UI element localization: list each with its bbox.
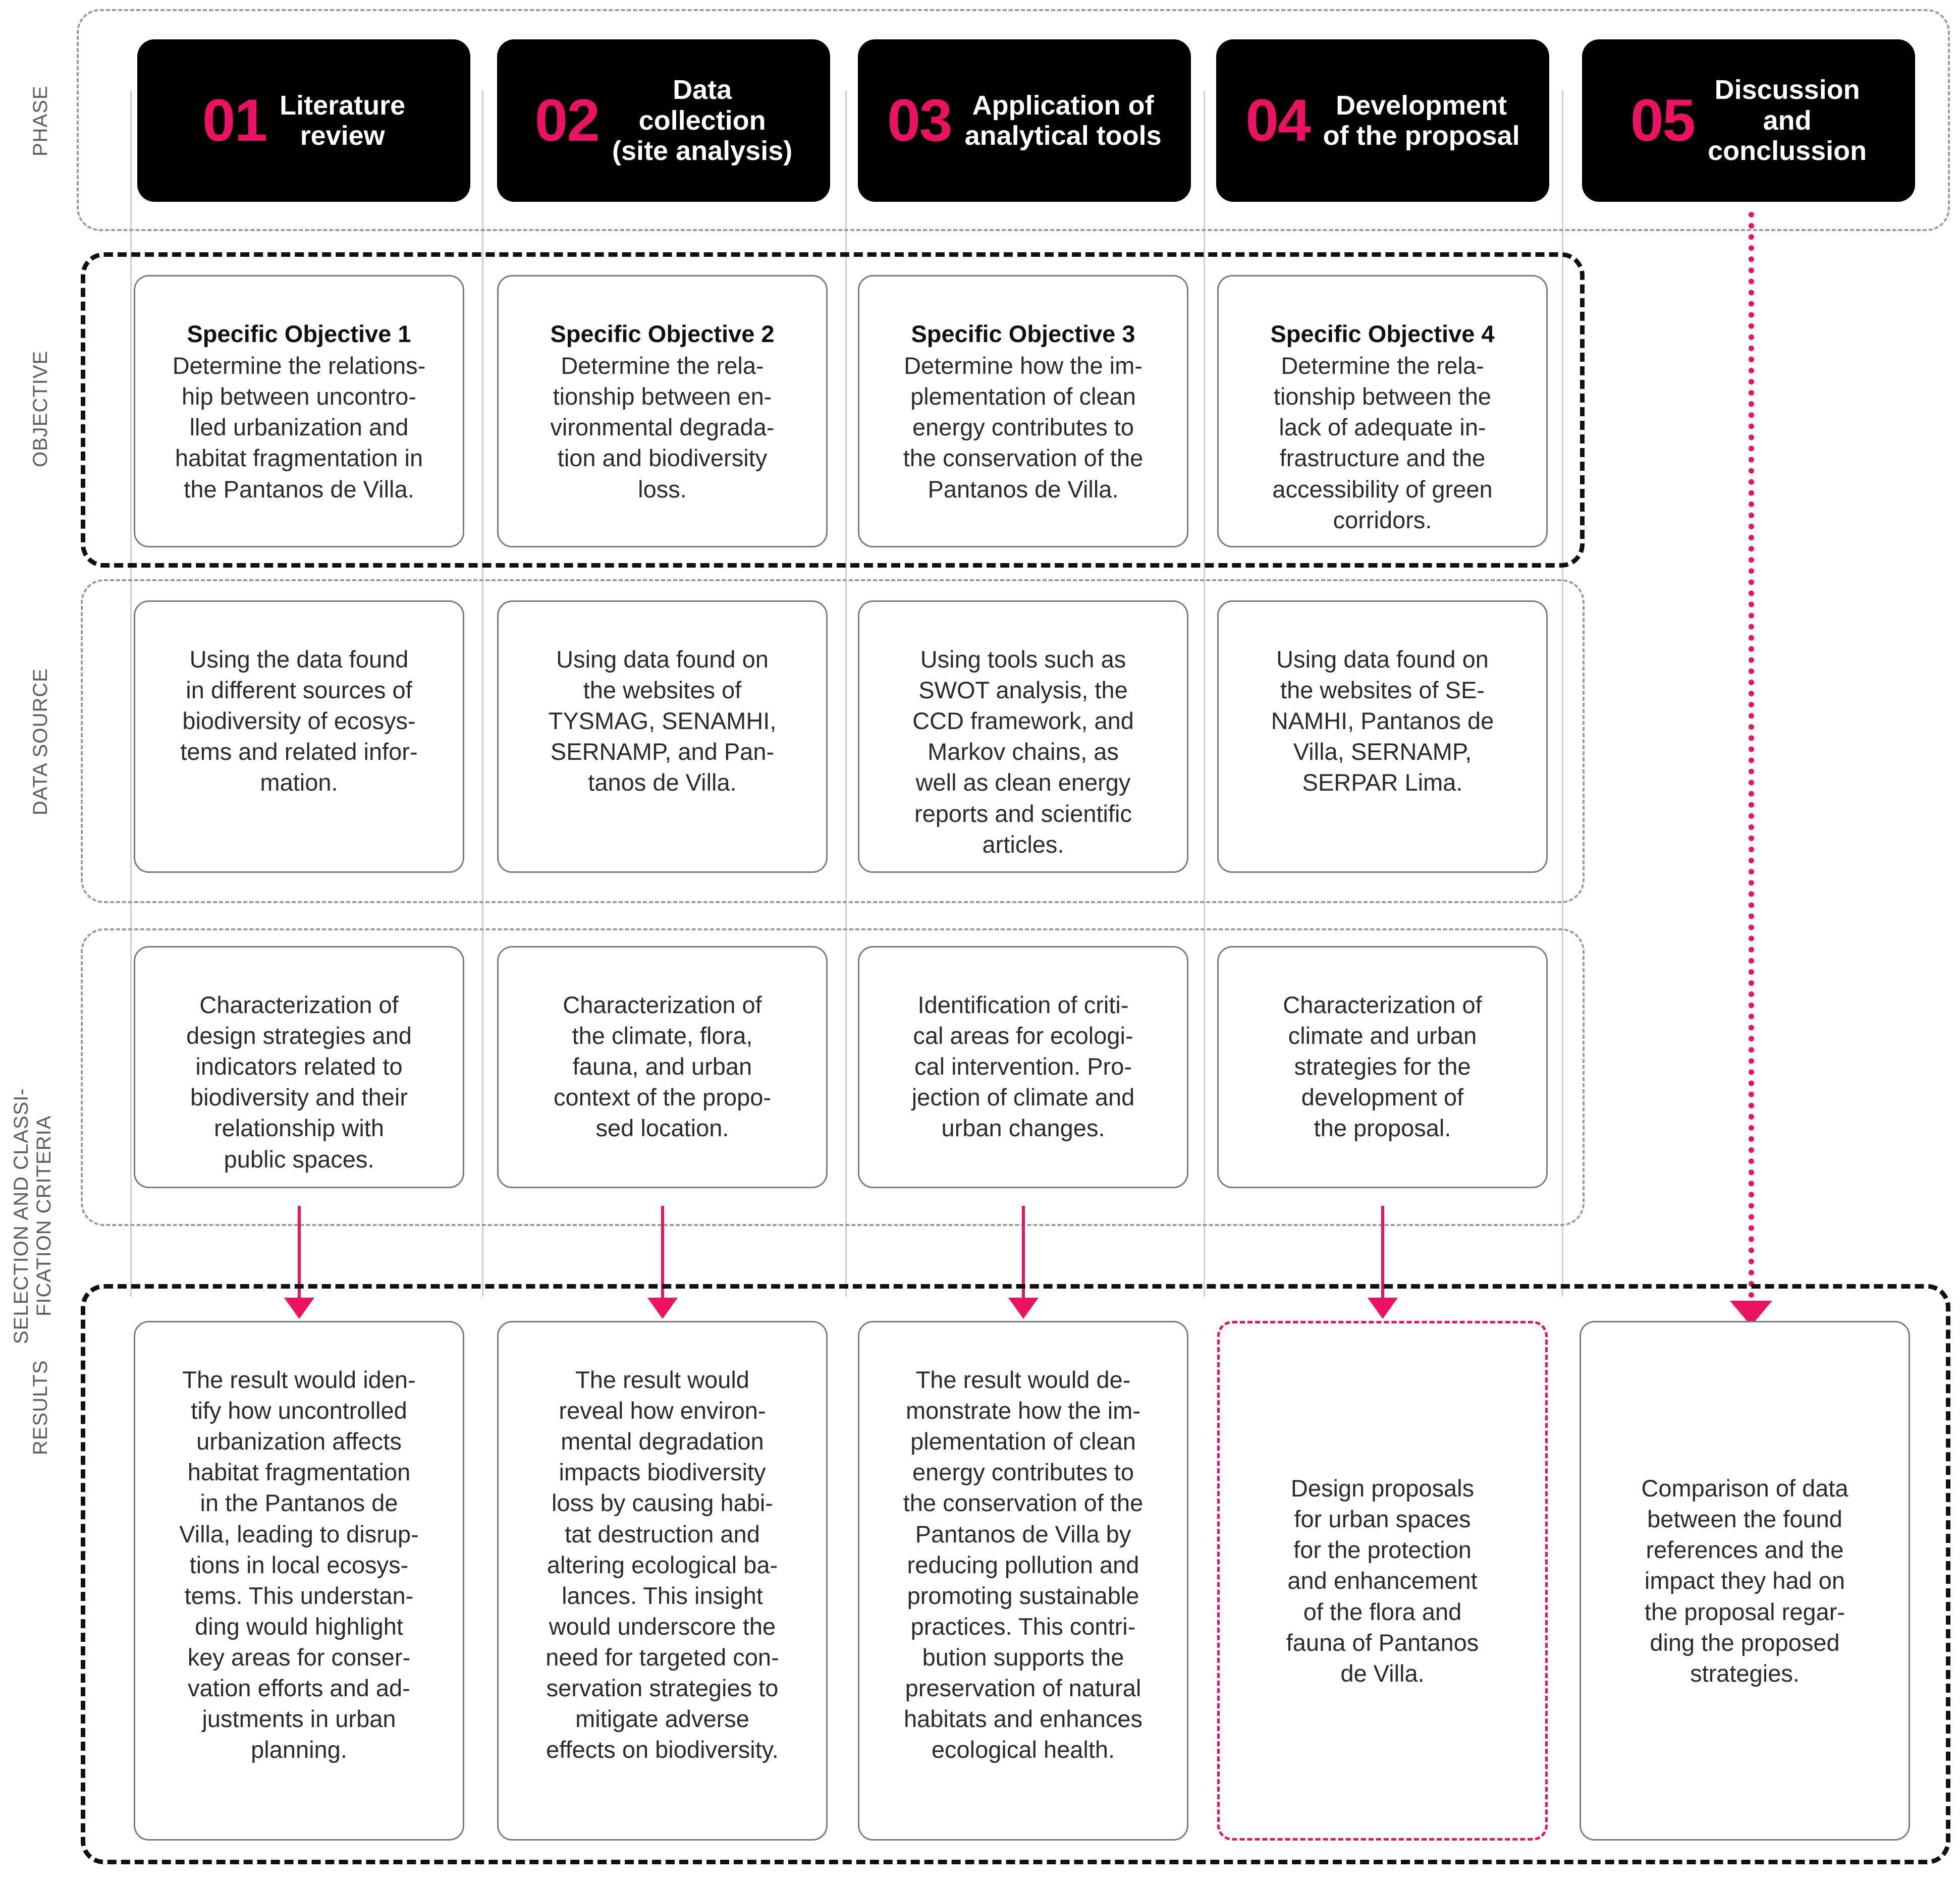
connector-arrowhead-2 bbox=[647, 1298, 678, 1319]
phase-chip-1[interactable]: 01 Literature review bbox=[137, 39, 470, 202]
data-source-body-4: Using data found on the websites of SE- … bbox=[1271, 646, 1494, 796]
rail-label-results: RESULTS bbox=[29, 1360, 51, 1456]
result-body-4: Design proposals for urban spaces for th… bbox=[1286, 1475, 1479, 1687]
column-guide-4 bbox=[1204, 91, 1205, 1297]
phase-title-3: Application of analytical tools bbox=[964, 90, 1162, 151]
phase-title-4: Development of the proposal bbox=[1323, 90, 1520, 151]
result-card-4: Design proposals for urban spaces for th… bbox=[1217, 1321, 1548, 1841]
criteria-card-1: Characterization of design strategies an… bbox=[134, 946, 464, 1188]
data-source-body-2: Using data found on the websites of TYSM… bbox=[548, 646, 777, 796]
phase-title-2-main: Data collection bbox=[638, 75, 766, 136]
result-card-2: The result would reveal how environ- men… bbox=[497, 1321, 828, 1841]
connector-arrowhead-1 bbox=[284, 1298, 314, 1319]
phase-title-1: Literature review bbox=[280, 90, 406, 151]
result-card-1: The result would iden- tify how uncontro… bbox=[134, 1321, 464, 1841]
criteria-body-3: Identification of criti- cal areas for e… bbox=[911, 991, 1135, 1142]
criteria-body-4: Characterization of climate and urban st… bbox=[1283, 991, 1482, 1142]
criteria-body-2: Characterization of the climate, flora, … bbox=[553, 991, 772, 1142]
band-results bbox=[81, 1284, 1950, 1864]
phase-number-5: 05 bbox=[1630, 87, 1696, 154]
result-body-1: The result would iden- tify how uncontro… bbox=[179, 1366, 419, 1763]
connector-arrowhead-3 bbox=[1008, 1298, 1039, 1319]
data-source-body-3: Using tools such as SWOT analysis, the C… bbox=[912, 646, 1134, 858]
column-guide-2 bbox=[482, 91, 483, 1297]
phase-chip-4[interactable]: 04 Development of the proposal bbox=[1216, 39, 1549, 202]
objective-heading-2: Specific Objective 2 bbox=[550, 320, 775, 348]
objective-heading-4: Specific Objective 4 bbox=[1270, 320, 1495, 348]
rail-label-phase: PHASE bbox=[29, 85, 51, 157]
connector-line-2 bbox=[661, 1206, 664, 1307]
objective-card-2: Specific Objective 2 Determine the rela- … bbox=[497, 275, 828, 547]
objective-card-1: Specific Objective 1 Determine the relati… bbox=[134, 275, 464, 547]
data-source-card-3: Using tools such as SWOT analysis, the C… bbox=[858, 600, 1188, 873]
result-body-5: Comparison of data between the found ref… bbox=[1641, 1475, 1848, 1687]
rail-label-data-source: DATA SOURCE bbox=[29, 668, 51, 815]
criteria-card-2: Characterization of the climate, flora, … bbox=[497, 946, 828, 1188]
phase-subtitle-2: (site analysis) bbox=[612, 136, 793, 166]
criteria-card-4: Characterization of climate and urban st… bbox=[1217, 946, 1548, 1188]
band-data-source bbox=[81, 579, 1585, 903]
result-card-5: Comparison of data between the found ref… bbox=[1580, 1321, 1910, 1841]
objective-heading-1: Specific Objective 1 bbox=[187, 320, 411, 348]
data-source-card-2: Using data found on the websites of TYSM… bbox=[497, 600, 828, 873]
criteria-card-3: Identification of criti- cal areas for e… bbox=[858, 946, 1188, 1188]
objective-card-4: Specific Objective 4 Determine the rela- … bbox=[1217, 275, 1548, 547]
column-guide-5 bbox=[1562, 91, 1563, 1297]
objective-body-4: Determine the rela- tionship between the… bbox=[1272, 352, 1493, 533]
criteria-body-1: Characterization of design strategies an… bbox=[186, 991, 412, 1173]
phase-chip-2[interactable]: 02 Data collection (site analysis) bbox=[497, 39, 830, 202]
rail-label-objective: OBJECTIVE bbox=[29, 350, 51, 467]
data-source-card-1: Using the data found in different source… bbox=[134, 600, 464, 873]
objective-body-1: Determine the relations- hip between unc… bbox=[172, 352, 426, 503]
result-body-3: The result would de- monstrate how the i… bbox=[903, 1366, 1144, 1763]
band-objective bbox=[81, 252, 1585, 568]
result-card-3: The result would de- monstrate how the i… bbox=[858, 1321, 1188, 1841]
connector-line-1 bbox=[298, 1206, 301, 1307]
band-phase bbox=[77, 9, 1950, 231]
band-criteria bbox=[81, 928, 1585, 1226]
data-source-card-4: Using data found on the websites of SE- … bbox=[1217, 600, 1548, 873]
result-body-2: The result would reveal how environ- men… bbox=[546, 1366, 779, 1763]
phase-chip-5[interactable]: 05 Discussion and conclussion bbox=[1582, 39, 1915, 202]
phase-chip-3[interactable]: 03 Application of analytical tools bbox=[858, 39, 1191, 202]
objective-body-2: Determine the rela- tionship between en-… bbox=[550, 352, 775, 503]
data-source-body-1: Using the data found in different source… bbox=[180, 646, 418, 796]
phase-number-1: 01 bbox=[202, 87, 267, 154]
phase-title-5: Discussion and conclussion bbox=[1708, 75, 1867, 166]
phase-number-4: 04 bbox=[1245, 87, 1311, 154]
connector-line-phase5 bbox=[1749, 212, 1754, 1309]
phase-title-2: Data collection (site analysis) bbox=[612, 44, 792, 197]
connector-line-3 bbox=[1022, 1206, 1025, 1307]
objective-body-3: Determine how the im- plementation of cl… bbox=[903, 352, 1144, 503]
phase-number-3: 03 bbox=[887, 87, 952, 154]
objective-card-3: Specific Objective 3 Determine how the im… bbox=[858, 275, 1188, 547]
column-guide-1 bbox=[130, 91, 132, 1297]
connector-line-4 bbox=[1381, 1206, 1384, 1307]
column-guide-3 bbox=[845, 91, 847, 1297]
connector-arrowhead-4 bbox=[1368, 1298, 1398, 1319]
phase-number-2: 02 bbox=[534, 87, 600, 154]
objective-heading-3: Specific Objective 3 bbox=[911, 320, 1135, 348]
